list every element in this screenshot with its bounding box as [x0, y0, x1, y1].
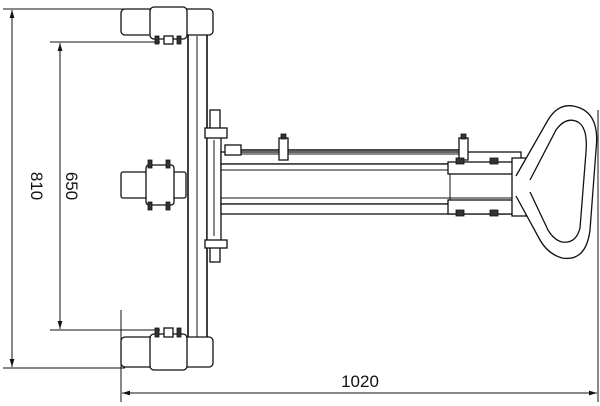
dimension-810: 810 — [3, 8, 125, 369]
mast-base — [204, 109, 228, 263]
dimension-650: 650 — [50, 41, 160, 331]
handle — [515, 105, 598, 260]
wheel-center — [120, 159, 187, 211]
dimension-label-810: 810 — [27, 172, 46, 200]
wheel-top — [120, 6, 214, 45]
wheel-bottom — [120, 327, 214, 371]
dimension-label-650: 650 — [62, 172, 81, 200]
axle-frame — [187, 33, 208, 343]
dimension-label-1020: 1020 — [341, 372, 379, 391]
dimension-1020: 1020 — [120, 110, 599, 402]
hydraulic-cylinder — [224, 133, 469, 161]
